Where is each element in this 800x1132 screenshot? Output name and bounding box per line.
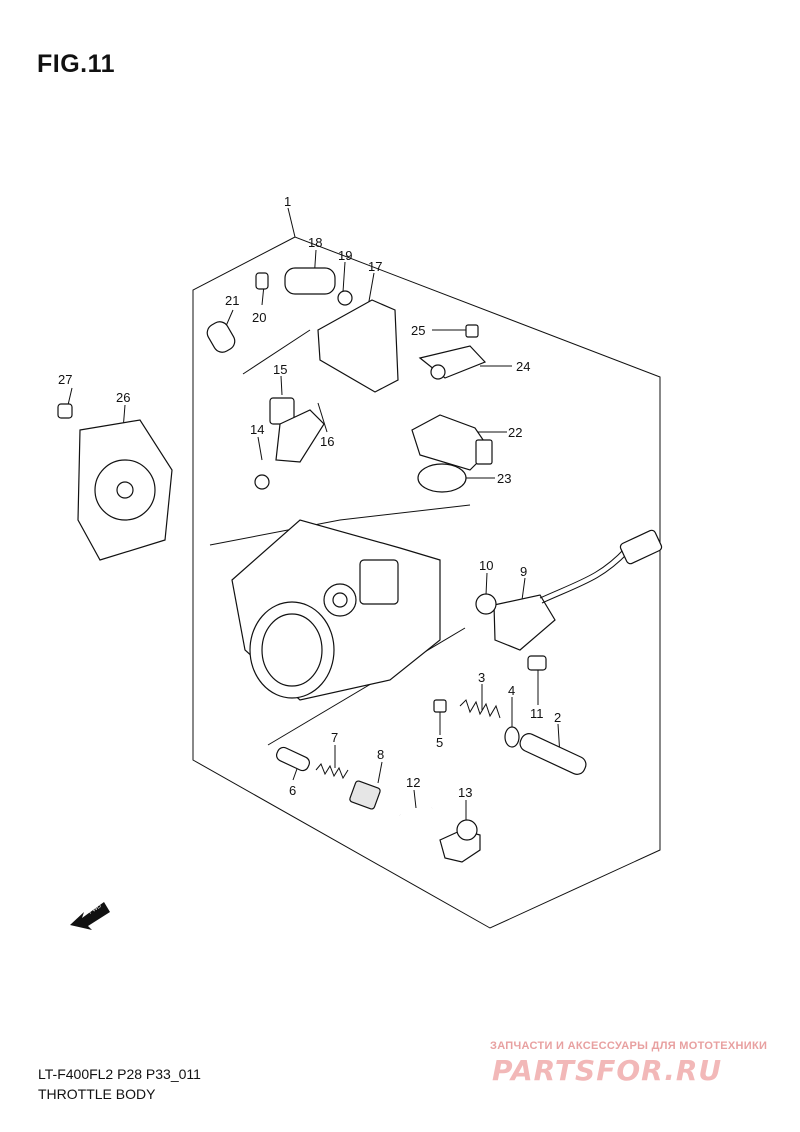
callout-19: 19 [338, 248, 352, 263]
callout-2: 2 [554, 710, 561, 725]
callout-3: 3 [478, 670, 485, 685]
callout-25: 25 [411, 323, 425, 338]
watermark-tagline: ЗАПЧАСТИ И АКСЕССУАРЫ ДЛЯ МОТОТЕХНИКИ [490, 1040, 768, 1052]
callout-12: 12 [406, 775, 420, 790]
o-ring-23 [417, 463, 467, 493]
assembly-outline [192, 236, 661, 929]
plunger-6 [276, 746, 310, 772]
callout-27: 27 [58, 372, 72, 387]
cover-26 [77, 419, 173, 561]
fuel-injector [254, 397, 325, 490]
callout-labels: 1 2 3 4 5 6 7 8 9 10 11 12 13 14 15 16 1… [58, 194, 561, 800]
callout-17: 17 [368, 259, 382, 274]
callout-24: 24 [516, 359, 530, 374]
throttle-body [231, 519, 441, 701]
spring-7 [315, 763, 349, 780]
callout-9: 9 [520, 564, 527, 579]
bolt-20 [255, 272, 269, 290]
screw-25 [465, 324, 479, 338]
nut-8 [349, 780, 381, 810]
bolt-21 [206, 321, 236, 353]
callout-8: 8 [377, 747, 384, 762]
callout-1: 1 [284, 194, 291, 209]
spring-3 [459, 699, 501, 719]
screw-27 [57, 403, 73, 419]
bracket-24 [418, 345, 487, 380]
sensor-22 [411, 414, 493, 471]
callout-26: 26 [116, 390, 130, 405]
o-ring-4 [504, 726, 520, 748]
callout-23: 23 [497, 471, 511, 486]
callout-6: 6 [289, 783, 296, 798]
pipe-12 [398, 807, 435, 835]
callout-16: 16 [320, 434, 334, 449]
throttle-position-sensor [493, 529, 663, 651]
callout-10: 10 [479, 558, 493, 573]
idle-screw-2 [519, 733, 587, 775]
callout-4: 4 [508, 683, 515, 698]
callout-22: 22 [508, 425, 522, 440]
callout-15: 15 [273, 362, 287, 377]
callout-13: 13 [458, 785, 472, 800]
model-code: LT-F400FL2 P28 P33_011 [38, 1066, 201, 1082]
callout-11: 11 [530, 706, 544, 721]
callout-20: 20 [252, 310, 266, 325]
screw-11 [527, 655, 547, 671]
section-name: THROTTLE BODY [38, 1086, 156, 1102]
callout-14: 14 [250, 422, 264, 437]
watermark-brand: PARTSFOR.RU [492, 1054, 723, 1087]
figure-title: FIG.11 [37, 50, 116, 78]
callout-5: 5 [436, 735, 443, 750]
o-ring-10 [475, 593, 497, 615]
screw-5 [433, 699, 447, 713]
callout-18: 18 [308, 235, 322, 250]
elbow-13 [439, 819, 481, 863]
fuel-delivery-pipe [284, 267, 399, 393]
callout-21: 21 [225, 293, 239, 308]
forward-arrow-icon: FWD [70, 902, 110, 930]
callout-7: 7 [331, 730, 338, 745]
